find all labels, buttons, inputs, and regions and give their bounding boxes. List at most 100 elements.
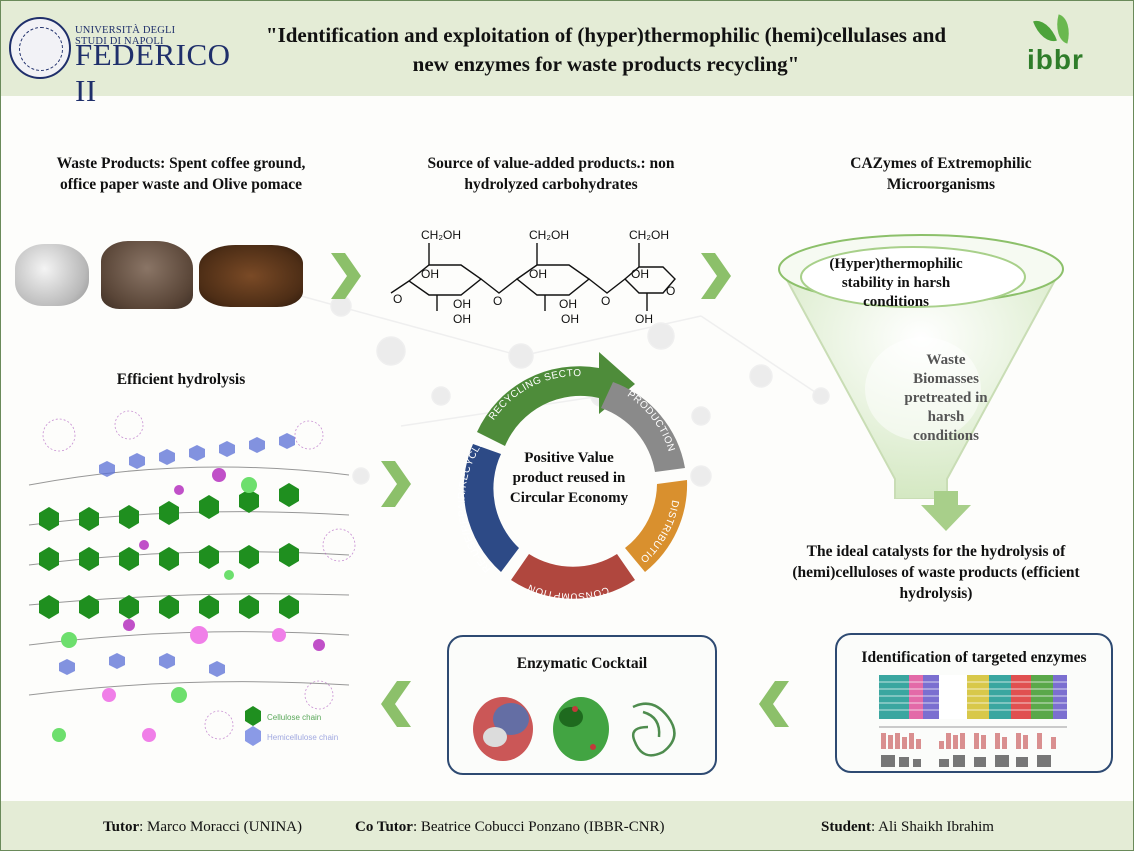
center-line-2: product reused in — [512, 470, 626, 486]
funnel-top-line-3: conditions — [863, 294, 929, 310]
funnel-bottom-line-1: Waste — [926, 352, 966, 368]
waste-products-heading: Waste Products: Spent coffee ground, off… — [21, 153, 341, 195]
cotutor-credit: Co Tutor: Beatrice Cobucci Ponzano (IBBR… — [355, 819, 665, 836]
title-line-2: new enzymes for waste products recycling… — [412, 52, 800, 76]
oh-label: OH — [453, 297, 471, 311]
chevron-right-icon — [701, 253, 731, 299]
enzymatic-cocktail-heading: Enzymatic Cocktail — [516, 655, 648, 672]
ch2oh-label-1: CH₂OH — [421, 228, 461, 242]
consumption-segment — [511, 554, 635, 599]
identification-heading: Identification of targeted enzymes — [861, 649, 1087, 666]
o-label: O — [493, 294, 502, 308]
university-logo: UNIVERSITÀ DEGLI STUDI DI NAPOLI FEDERIC… — [9, 13, 230, 108]
circular-economy-diagram: RECYCLING SECTOR PRODUCTION DISTRIBUTION… — [449, 346, 688, 602]
waste-heading-line-2: office paper waste and Olive pomace — [59, 176, 303, 193]
conservation-bars — [881, 733, 1056, 749]
recycling-sector-segment — [477, 352, 635, 446]
funnel-bottom-line-5: conditions — [913, 428, 979, 444]
o-label: O — [666, 284, 675, 298]
protein-structure-1 — [473, 697, 533, 761]
oh-label: OH — [631, 267, 649, 281]
protein-structure-3 — [631, 702, 676, 757]
funnel-bottom-note: Waste Biomasses pretreated in harsh cond… — [871, 351, 1021, 446]
oh-label: OH — [561, 312, 579, 326]
cazymes-heading-line-1: CAZymes of Extremophilic — [850, 155, 1032, 172]
alignment-rows — [879, 675, 1067, 719]
oh-label: OH — [529, 267, 547, 281]
coffee-ground-image — [101, 241, 193, 309]
paper-waste-image — [15, 244, 89, 306]
cazymes-heading-line-2: Microorganisms — [886, 176, 996, 193]
source-products-heading: Source of value-added products.: non hyd… — [386, 153, 716, 195]
efficient-hydrolysis-heading: Efficient hydrolysis — [116, 371, 246, 388]
source-heading-line-2: hydrolyzed carbohydrates — [464, 176, 638, 193]
footer-band — [1, 801, 1133, 850]
olive-pomace-image — [199, 245, 303, 307]
hemicellulose-units — [59, 433, 295, 677]
chevron-right-icon — [331, 253, 361, 299]
leaf-icon — [1033, 16, 1057, 46]
cotutor-label: Co Tutor — [355, 819, 413, 835]
funnel-bottom-line-2: Biomasses — [913, 371, 979, 387]
funnel-bottom-line-3: pretreated in — [904, 390, 988, 406]
ibbr-logo-text: ibbr — [1027, 44, 1084, 75]
distribution-segment — [625, 480, 688, 572]
title-line-1: "Identification and exploitation of (hyp… — [265, 23, 947, 47]
protein-structure-2 — [553, 697, 609, 761]
tutor-name: : Marco Moracci (UNINA) — [139, 819, 302, 835]
o-label: O — [601, 294, 610, 308]
polysaccharide-network-diagram: Cellulose chain Hemicellulose chain — [28, 410, 356, 746]
funnel-top-line-1: (Hyper)thermophilic — [829, 256, 963, 272]
arrow-down-icon — [921, 491, 971, 531]
cazymes-heading: CAZymes of Extremophilic Microorganisms — [791, 153, 1091, 195]
university-name: FEDERICO II — [75, 37, 231, 108]
center-line-3: Circular Economy — [509, 490, 629, 506]
funnel-top-line-2: stability in harsh — [841, 275, 951, 291]
funnel-bottom-line-4: harsh — [927, 409, 965, 425]
ideal-catalysts-heading: The ideal catalysts for the hydrolysis o… — [771, 541, 1101, 604]
chevron-left-icon — [759, 681, 789, 727]
funnel-diagram — [778, 234, 1064, 499]
funnel-top-note: (Hyper)thermophilic stability in harsh c… — [791, 255, 1001, 312]
protein-structures-image — [473, 697, 676, 761]
oh-label: OH — [635, 312, 653, 326]
legend-cellulose-label: Cellulose chain — [267, 713, 321, 722]
identification-box: Identification of targeted enzymes — [835, 633, 1113, 773]
waste-heading-line-1: Waste Products: Spent coffee ground, — [56, 155, 306, 172]
reuse-segment — [463, 444, 519, 572]
cellulose-molecule-diagram: CH₂OH CH₂OH CH₂OH OH OH OH OH OH OH OH O… — [390, 228, 676, 326]
ideal-line-3: hydrolysis) — [899, 585, 973, 602]
ch2oh-label-2: CH₂OH — [529, 228, 569, 242]
sequence-logo — [881, 755, 1051, 767]
ideal-line-1: The ideal catalysts for the hydrolysis o… — [806, 543, 1066, 560]
poster-title: "Identification and exploitation of (hyp… — [211, 21, 1001, 79]
oh-label: OH — [559, 297, 577, 311]
ideal-line-2: (hemi)celluloses of waste products (effi… — [792, 564, 1080, 581]
student-name: : Ali Shaikh Ibrahim — [871, 819, 994, 835]
chevron-right-icon — [381, 461, 411, 507]
ch2oh-label-3: CH₂OH — [629, 228, 669, 242]
production-segment — [601, 382, 685, 472]
circular-economy-center-text: Positive Value product reused in Circula… — [484, 448, 654, 508]
center-line-1: Positive Value — [524, 450, 614, 466]
tutor-credit: Tutor: Marco Moracci (UNINA) — [103, 819, 302, 836]
o-label: O — [393, 292, 402, 306]
legend-cellulose-swatch — [245, 706, 261, 726]
oh-label: OH — [453, 312, 471, 326]
molecule-spheres — [52, 468, 325, 742]
cotutor-name: : Beatrice Cobucci Ponzano (IBBR-CNR) — [412, 819, 665, 835]
enzymatic-cocktail-box: Enzymatic Cocktail — [447, 635, 717, 775]
chevron-left-icon — [381, 681, 411, 727]
university-seal-icon — [9, 17, 71, 79]
header-band — [1, 1, 1133, 96]
legend-hemicellulose-swatch — [245, 726, 261, 746]
ibbr-logo: ibbr — [1025, 14, 1125, 86]
cellulose-units — [39, 483, 299, 619]
source-heading-line-1: Source of value-added products.: non — [427, 155, 675, 172]
student-label: Student — [821, 819, 872, 835]
university-name-small: UNIVERSITÀ DEGLI STUDI DI NAPOLI — [75, 25, 176, 47]
legend-hemicellulose-label: Hemicellulose chain — [267, 733, 338, 742]
oh-label: OH — [421, 267, 439, 281]
student-credit: Student: Ali Shaikh Ibrahim — [821, 819, 994, 836]
